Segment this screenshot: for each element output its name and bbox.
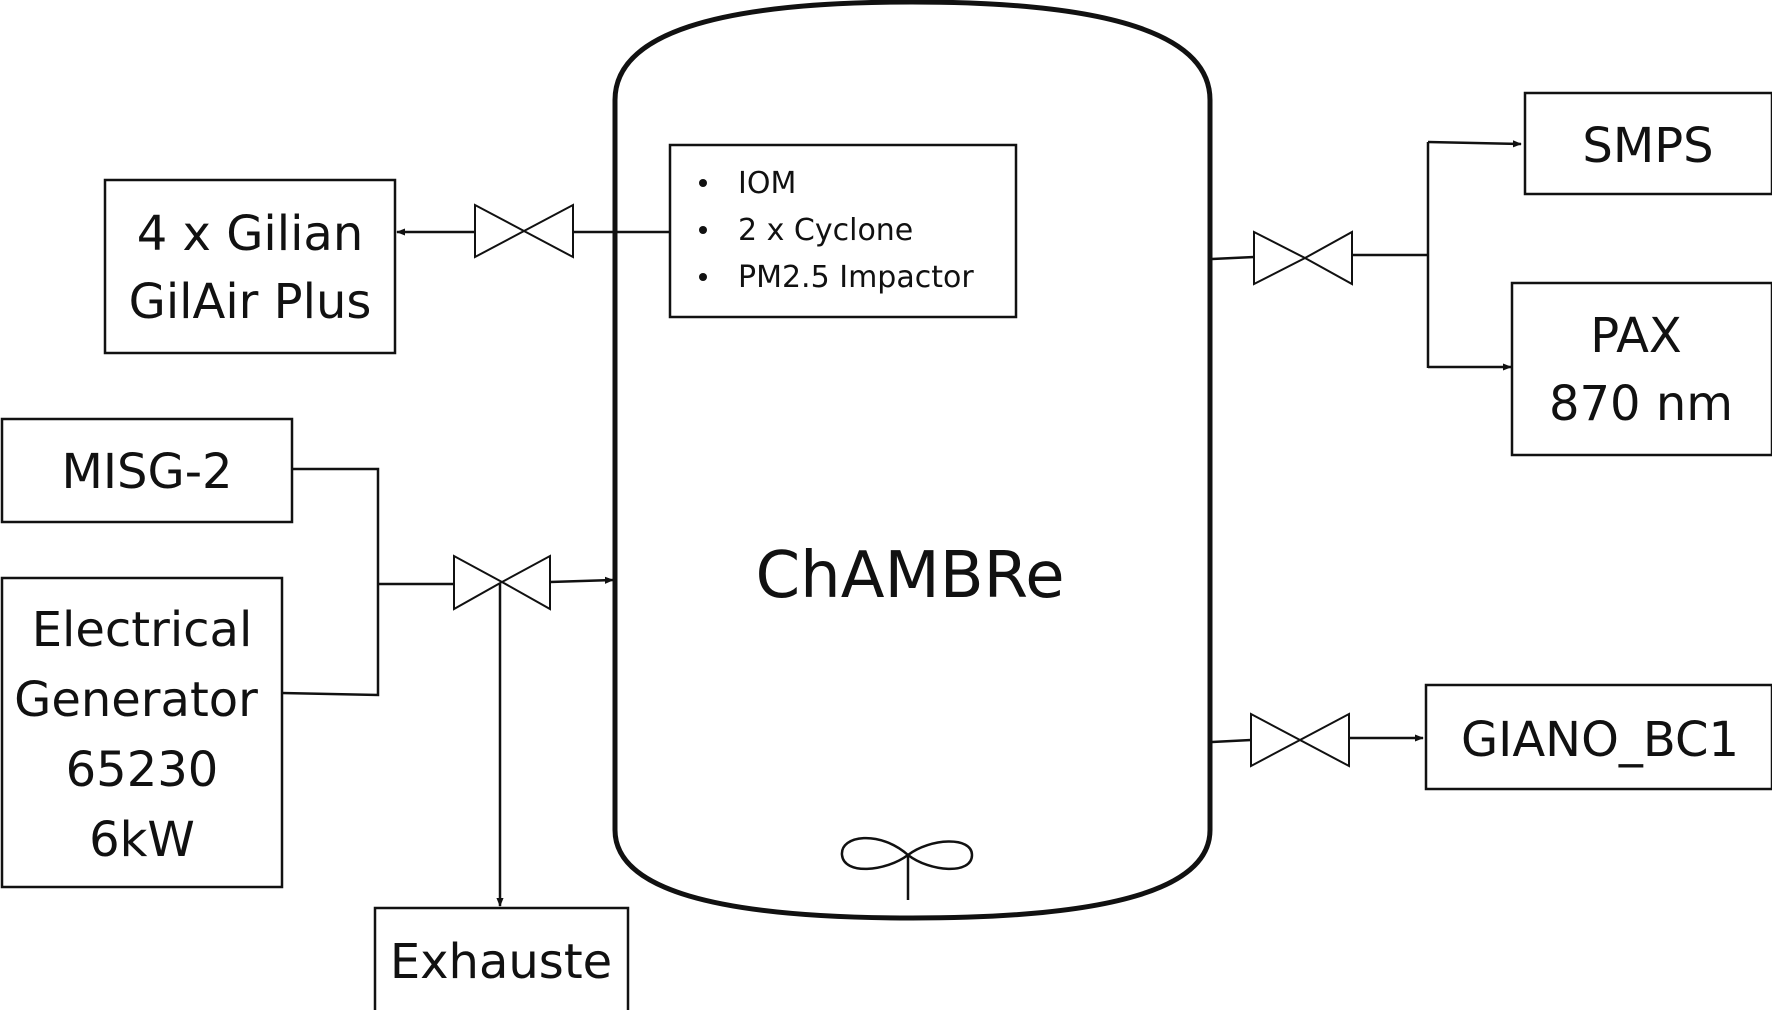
list-item: PM2.5 Impactor xyxy=(738,260,974,295)
generator-line3: 65230 xyxy=(66,742,219,798)
exhaust-box xyxy=(373,906,630,1010)
valve-icon xyxy=(1253,230,1353,286)
chamber-vessel xyxy=(612,0,1213,921)
stirrer-fan-icon xyxy=(840,836,974,900)
giano-label: GIANO_BC1 xyxy=(1461,712,1739,768)
gilian-label-line2: GilAir Plus xyxy=(129,274,372,330)
giano-box xyxy=(1424,683,1772,791)
pax-line2: 870 nm xyxy=(1549,376,1733,432)
valve-icon xyxy=(1250,712,1350,768)
smps-arrow xyxy=(1427,140,1522,148)
generator-box xyxy=(0,576,284,889)
pax-box xyxy=(1510,281,1772,457)
gilian-box xyxy=(103,178,397,355)
misg-box xyxy=(0,417,294,524)
smps-box xyxy=(1523,91,1772,196)
bullet-icon xyxy=(699,273,707,281)
sampler-insert-list: IOM 2 x Cyclone PM2.5 Impactor xyxy=(699,166,974,295)
giano-line xyxy=(1211,738,1252,744)
smps-label: SMPS xyxy=(1582,118,1713,174)
misg-label: MISG-2 xyxy=(61,444,232,500)
valve-icon xyxy=(453,554,551,611)
sampler-insert-box xyxy=(668,143,1018,319)
misg-line xyxy=(281,467,380,697)
pax-line1: PAX xyxy=(1590,308,1682,364)
exhaust-label: Exhauste xyxy=(390,934,612,990)
bullet-icon xyxy=(699,226,707,234)
generator-line1: Electrical xyxy=(32,602,253,658)
smps-pax-line xyxy=(1211,255,1255,261)
bullet-icon xyxy=(699,179,707,187)
chamber-label: ChAMBRe xyxy=(755,539,1064,613)
inlet-arrow xyxy=(549,576,614,584)
generator-line4: 6kW xyxy=(89,812,195,868)
list-item: IOM xyxy=(738,166,796,201)
valve-icon xyxy=(474,203,574,259)
list-item: 2 x Cyclone xyxy=(738,213,913,248)
gilian-label-line1: 4 x Gilian xyxy=(137,206,364,262)
generator-line2: Generator xyxy=(14,672,258,728)
